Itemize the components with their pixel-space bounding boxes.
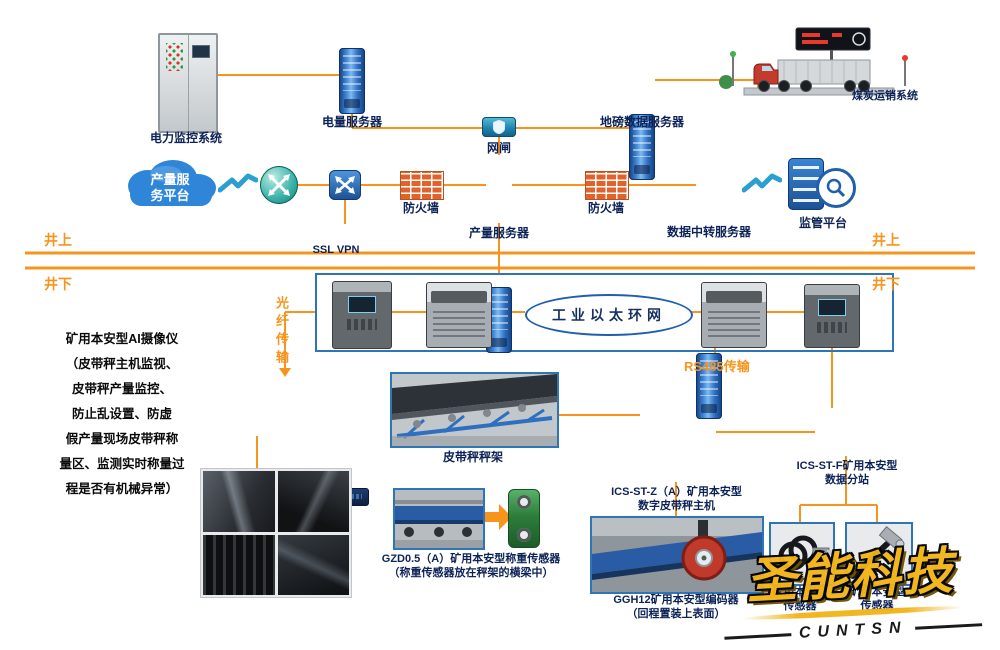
- supervision-label: 监管平台: [798, 216, 847, 230]
- belt-scale-frame-photo: [390, 372, 559, 448]
- production-server-label: 产量服务器: [468, 226, 529, 240]
- magnifier-badge: [816, 168, 856, 208]
- encoder-label-line2: （回程置装上表面）: [626, 607, 726, 620]
- fiber-transmission-label: 光纤传输: [274, 296, 289, 368]
- rs485-label: RS485传输: [684, 359, 750, 374]
- ethernet-ring-frame: [315, 273, 894, 352]
- note-line: 程是否有机械异常）: [65, 482, 179, 496]
- cloud-icon: [128, 160, 216, 206]
- shield-icon: [493, 120, 505, 134]
- switch-icon: [329, 170, 361, 200]
- surveillance-quad-view: [200, 468, 352, 598]
- coal-sales-label: 煤炭运销系统: [852, 90, 918, 102]
- sensor-right-photo: [845, 522, 913, 586]
- firewall-right-icon: [585, 171, 629, 200]
- underground-label-right: 井下: [872, 276, 900, 292]
- industrial-ethernet-ring: 工业以太环网: [525, 294, 693, 336]
- surface-label-left: 井上: [44, 232, 72, 248]
- loadcell-label: GZD0.5（A）矿用本安型称重传感器 （称重传感器放在秤架的横梁中）: [376, 553, 566, 581]
- encoder-label: GGH12矿用本安型编码器 （回程置装上表面）: [594, 594, 758, 622]
- wireless-link-left: [217, 170, 259, 203]
- firewall-left-icon: [400, 171, 444, 200]
- firewall-right-label: 防火墙: [587, 201, 624, 215]
- surface-label-right: 井上: [872, 232, 900, 248]
- lightning-icon: [217, 173, 259, 193]
- load-cell-icon: [508, 489, 540, 548]
- brand-watermark: 圣能科技 CUNTSN: [719, 529, 982, 646]
- substation-label-line2: 数据分站: [825, 473, 869, 486]
- relay-server-label: 数据中转服务器: [666, 225, 751, 239]
- firewall-left-label: 防火墙: [402, 201, 439, 215]
- mine-substation-device-1: [426, 282, 492, 348]
- cloud-label-line1: 产量服: [150, 172, 190, 187]
- ring-label: 工业以太环网: [552, 307, 666, 323]
- note-line: 防止乱设置、防虚: [71, 407, 172, 421]
- belt-crossbeam-photo: [393, 488, 485, 550]
- production-cloud: [118, 156, 222, 219]
- sensor-left-line2: 传感器: [783, 599, 817, 612]
- network-gap-device: [482, 117, 516, 137]
- production-server-icon: [486, 287, 512, 353]
- truck-weighbridge-scene: [718, 26, 918, 107]
- indicator-lights: [166, 43, 183, 71]
- weighbridge-server-label: 地磅数据服务器: [599, 115, 684, 129]
- encoder-label-line1: GGH12矿用本安型编码器: [613, 594, 739, 606]
- loadcell-label-line2: （称重传感器放在秤架的横梁中）: [388, 566, 554, 579]
- sensor-left-line1: 矿用本安型: [772, 586, 828, 598]
- note-line: 矿用本安型AI摄像仪: [65, 332, 179, 346]
- cabinet-screen: [192, 45, 210, 58]
- loadcell-label-line1: GZD0.5（A）矿用本安型称重传感器: [381, 553, 561, 565]
- sensor-left-label: 矿用本安型 传感器: [767, 586, 833, 614]
- substation-label: ICS-ST-F矿用本安型 数据分站: [794, 460, 900, 488]
- relay-server-icon: [696, 353, 722, 419]
- watermark-title: 圣能科技: [745, 542, 956, 610]
- weighbridge-server-icon: [629, 114, 655, 180]
- camera-feed-1: [203, 471, 275, 532]
- encoder-photo: [590, 516, 764, 594]
- ssl-vpn-label: SSL VPN: [312, 244, 360, 256]
- note-line: （皮带秤主机监视、: [65, 357, 179, 371]
- mine-substation-device-2: [701, 282, 767, 348]
- belt-scale-frame-label: 皮带秤秤架: [442, 450, 503, 464]
- supervision-platform-icon: [788, 156, 858, 214]
- note-line: 量区、监测实时称量过: [59, 457, 185, 471]
- underground-label-left: 井下: [44, 276, 72, 292]
- note-line: 皮带秤产量监控、: [71, 382, 172, 396]
- power-monitor-cabinet: [158, 33, 218, 133]
- cabinet-body: [158, 33, 218, 133]
- host-label-line1: ICS-ST-Z（A）矿用本安型: [611, 486, 742, 498]
- wireless-link-right: [741, 170, 783, 203]
- camera-feed-2: [277, 471, 349, 532]
- lightning-icon: [741, 173, 783, 193]
- host-label-line2: 数字皮带秤主机: [638, 499, 715, 512]
- truck-scale-icon: [719, 27, 908, 96]
- camera-feed-4: [277, 534, 349, 595]
- note-line: 假产量现场皮带秤称: [65, 432, 179, 446]
- belt-scale-controller-2: [804, 284, 860, 348]
- sensor-left-photo: [769, 522, 835, 586]
- substation-label-line1: ICS-ST-F矿用本安型: [796, 460, 898, 472]
- ai-camera-note: 矿用本安型AI摄像仪 （皮带秤主机监视、 皮带秤产量监控、 防止乱设置、防虚 假…: [58, 327, 186, 502]
- sensor-right-line1: 矿用本安型: [849, 586, 905, 598]
- belt-scale-controller-1: [332, 281, 392, 349]
- host-label: ICS-ST-Z（A）矿用本安型 数字皮带秤主机: [604, 486, 749, 514]
- cloud-label-line2: 务平台: [150, 188, 190, 203]
- router-icon: [260, 166, 298, 204]
- power-monitor-label: 电力监控系统: [149, 131, 222, 145]
- gateway-label: 网闸: [486, 141, 511, 155]
- camera-feed-3: [203, 534, 275, 595]
- magnifier-icon: [826, 178, 846, 198]
- power-server-icon: [339, 48, 365, 114]
- power-server-label: 电量服务器: [321, 115, 382, 129]
